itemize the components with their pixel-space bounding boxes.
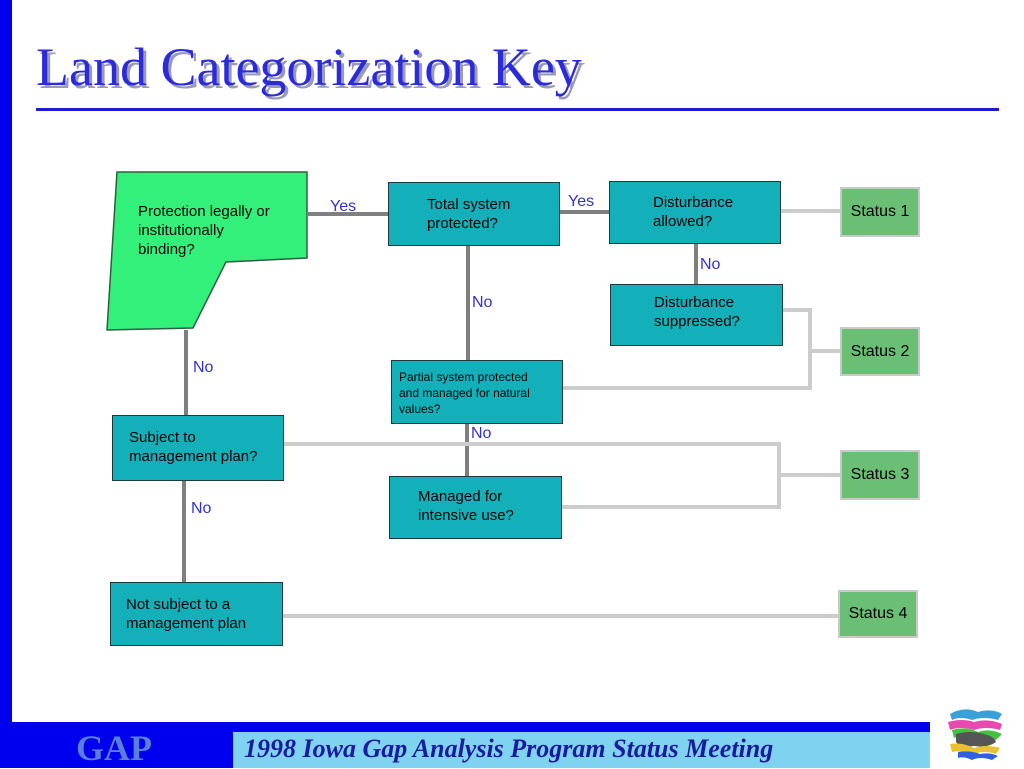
node-not-subject: Not subject to a management plan <box>110 582 283 646</box>
node-total-system: Total system protected? <box>388 182 560 246</box>
node-managed-intensive: Managed for intensive use? <box>389 476 562 539</box>
footer-meeting-banner <box>233 732 930 768</box>
status-2: Status 2 <box>840 327 920 376</box>
page-title: Land Categorization Key <box>36 37 582 97</box>
edge-label-no-disturbance: No <box>700 256 721 273</box>
node-protection-binding: Protection legally or institutionally bi… <box>107 172 307 330</box>
node-disturbance-allowed: Disturbance allowed? <box>609 181 781 244</box>
edge-label-no-protection: No <box>193 359 214 376</box>
status-3: Status 3 <box>840 450 920 500</box>
footer-meeting-title: 1998 Iowa Gap Analysis Program Status Me… <box>244 734 774 763</box>
footer-program-name: GAP <box>76 728 152 768</box>
status-4: Status 4 <box>838 590 918 638</box>
edge-label-no-total: No <box>472 294 493 311</box>
node-protection-text: Protection legally or institutionally bi… <box>138 203 270 258</box>
edge-label-no-subject: No <box>191 500 212 517</box>
edge-label-yes-protection: Yes <box>330 198 357 215</box>
edge-label-no-partial: No <box>471 425 492 442</box>
node-subject-plan: Subject to management plan? <box>112 415 284 481</box>
status-1: Status 1 <box>840 187 920 237</box>
node-partial-system: Partial system protected and managed for… <box>391 360 563 424</box>
left-accent-bar <box>0 0 12 768</box>
edge-label-yes-total: Yes <box>568 193 595 210</box>
title-divider <box>36 108 999 111</box>
start-node-shape <box>106 171 308 331</box>
node-disturbance-suppressed: Disturbance suppressed? <box>610 284 783 346</box>
gap-logo-icon <box>948 709 1002 760</box>
